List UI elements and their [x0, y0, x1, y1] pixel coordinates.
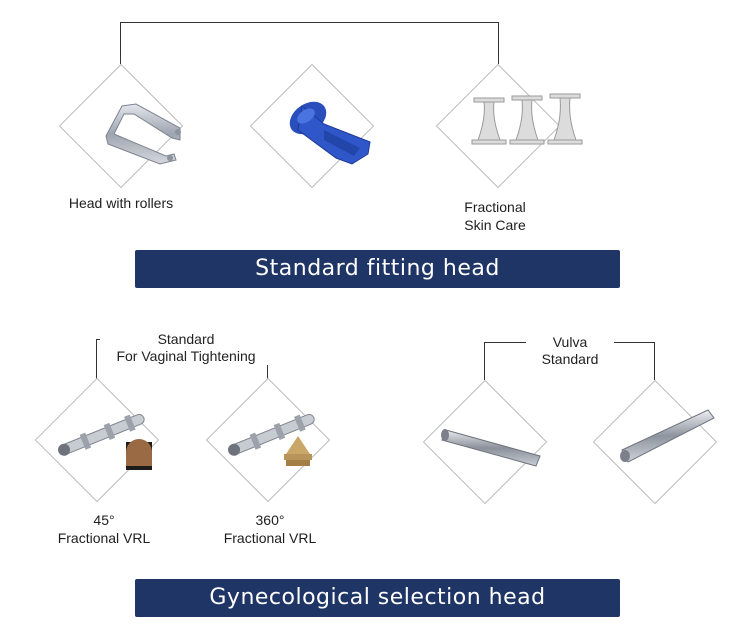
right-bracket-right: [654, 342, 655, 380]
vaginal-tightening-group-label: Standard For Vaginal Tightening: [100, 331, 272, 365]
label-line: Skin Care: [464, 217, 526, 233]
label-line: 360°: [255, 512, 285, 528]
top-bracket-bar: [120, 22, 499, 23]
head-with-rollers-label: Head with rollers: [68, 195, 174, 211]
vrl-45-probe-icon: [50, 402, 160, 472]
group-label-line: For Vaginal Tightening: [116, 348, 256, 364]
standard-probe-icon: [618, 404, 718, 468]
vulva-probe-icon: [440, 420, 544, 470]
label-line: 45°: [93, 512, 115, 528]
vulva-standard-group-label: Vulva Standard: [526, 334, 614, 368]
vrl-45-label: 45° Fractional VRL: [44, 511, 164, 547]
label-line: Fractional VRL: [223, 530, 317, 546]
label-line: Fractional VRL: [57, 530, 151, 546]
blue-cap-head-icon: [284, 94, 376, 170]
standard-fitting-head-banner: Standard fitting head: [135, 250, 620, 288]
label-line: Fractional: [464, 199, 526, 215]
top-bracket-right: [498, 22, 499, 64]
group-label-line: Vulva: [552, 334, 588, 350]
vrl-360-probe-icon: [220, 402, 330, 472]
roller-head-icon: [100, 98, 190, 168]
gynecological-selection-head-banner: Gynecological selection head: [135, 579, 620, 617]
fractional-tips-icon: [470, 93, 590, 150]
group-label-line: Standard: [157, 331, 215, 347]
vrl-360-label: 360° Fractional VRL: [210, 511, 330, 547]
fractional-skin-care-label: Fractional Skin Care: [440, 198, 550, 234]
group-label-line: Standard: [541, 351, 599, 367]
top-bracket-left: [120, 22, 121, 64]
right-bracket-left: [484, 342, 485, 380]
left-bracket-left: [96, 339, 97, 379]
